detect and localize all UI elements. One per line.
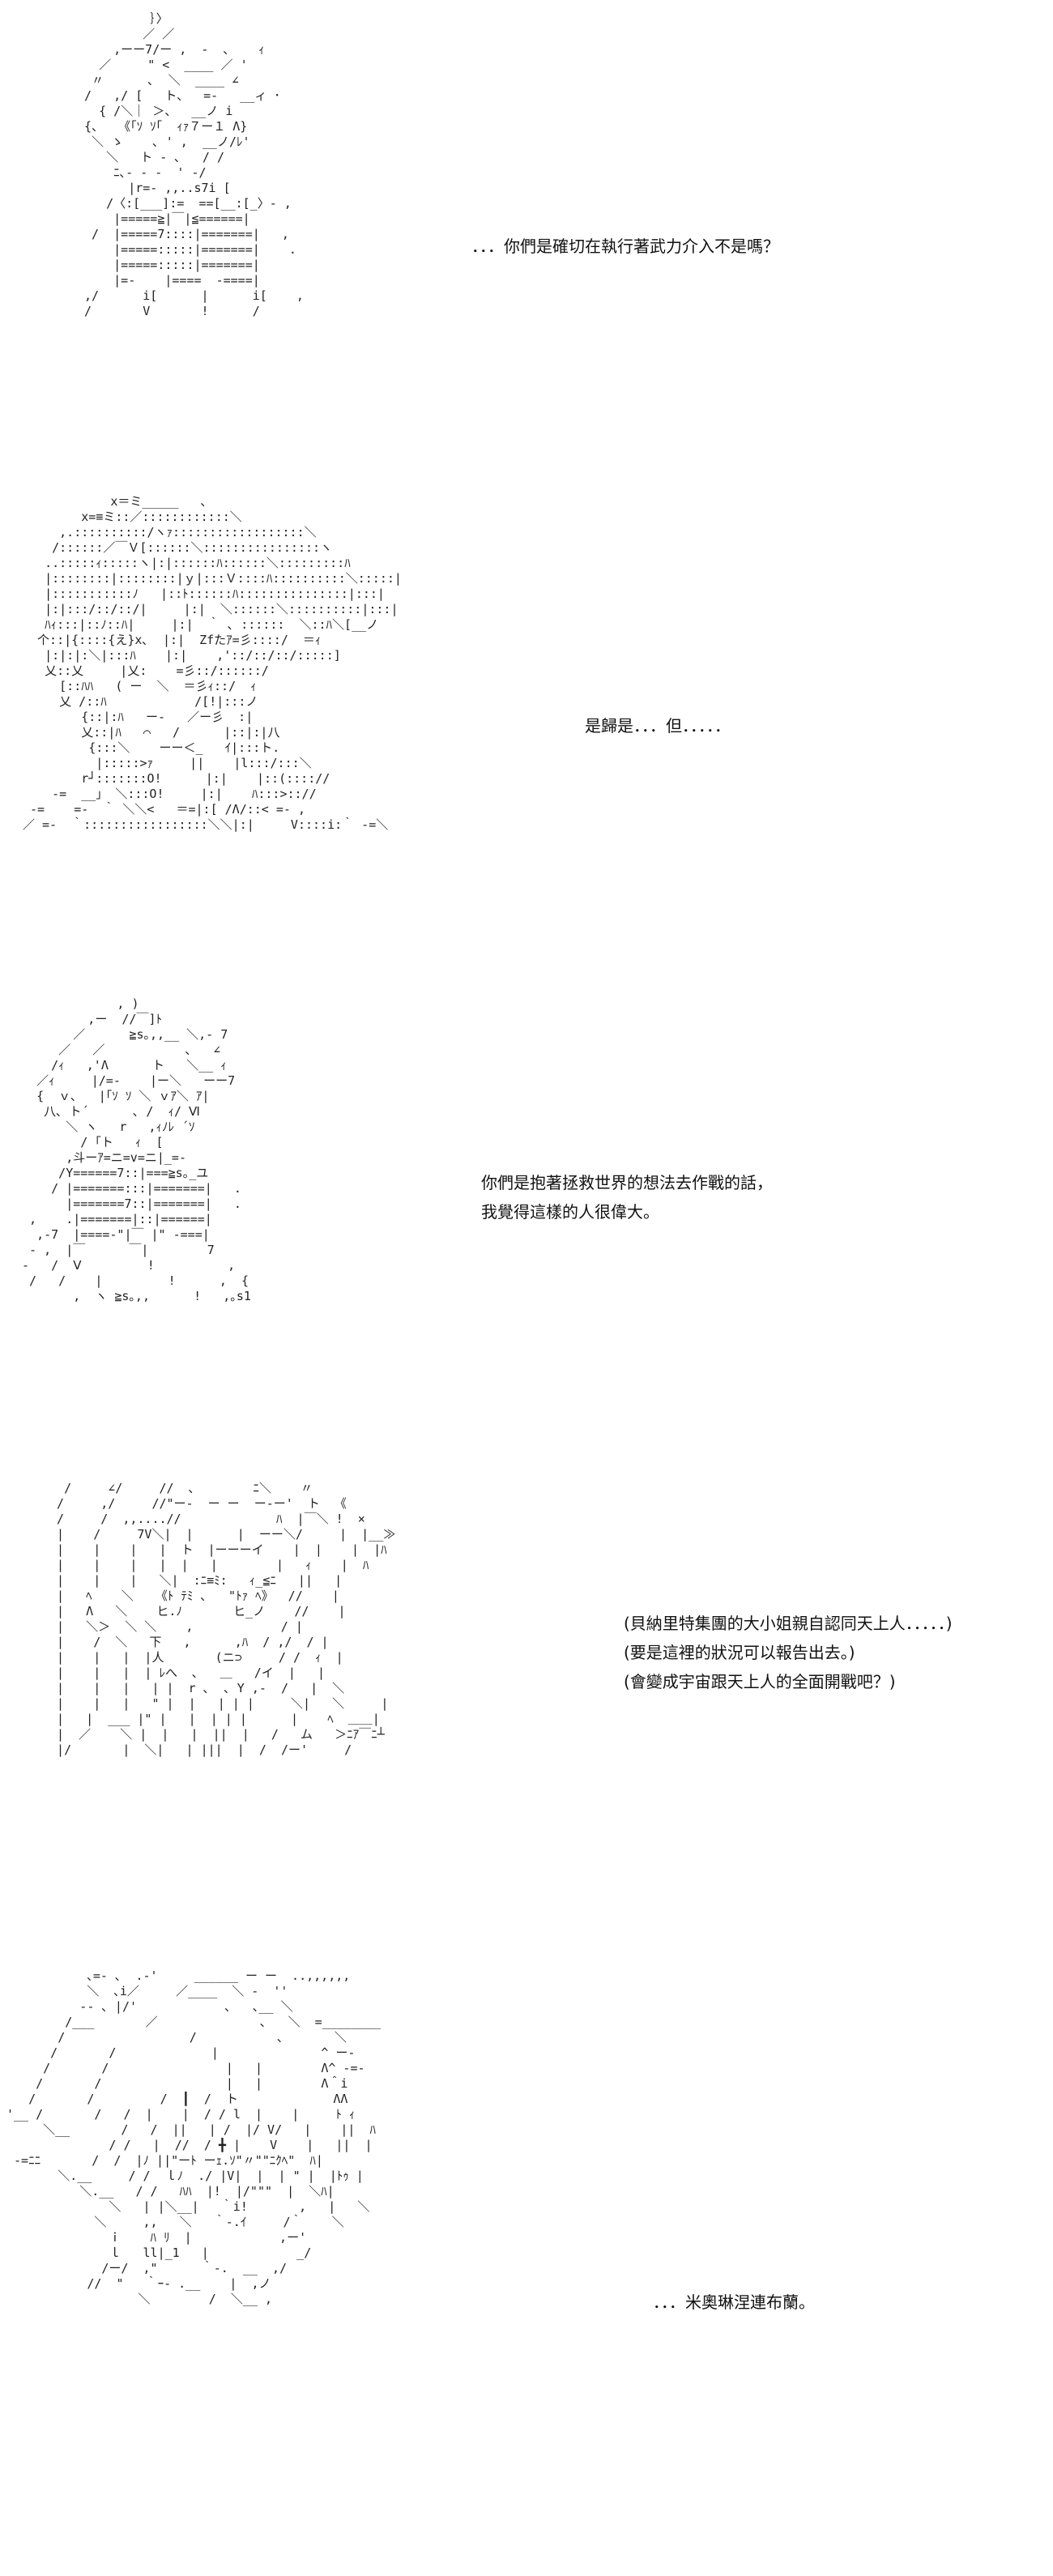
dialogue-text: ．．．米奧琳涅連布蘭。 (653, 2288, 815, 2317)
dialogue-line: (貝納里特集團的大小姐親自認同天上人．．．．．) (624, 1614, 953, 1633)
dialogue-line: 我覺得這樣的人很偉大。 (481, 1202, 659, 1222)
dialogue-text: (貝納里特集團的大小姐親自認同天上人．．．．．) (要是這裡的狀況可以報告出去。… (624, 1609, 953, 1696)
ascii-art-figure: ､=- ､ .-' ______ ー ー ..,,,,,, ＼ ､i／ ／___… (6, 1968, 381, 2306)
ascii-art-figure: / ∠/ // ､ ﾆ＼ 〃 / ,/ //"ー- ー ー ー‐ー' ト 《 /… (57, 1481, 396, 1757)
dialogue-line: 你們是抱著拯救世界的想法去作戰的話， (481, 1173, 773, 1192)
dialogue-line: ．．．你們是確切在執行著武力介入不是嗎？ (471, 237, 779, 256)
dialogue-text: 你們是抱著拯救世界的想法去作戰的話， 我覺得這樣的人很偉大。 (481, 1168, 773, 1226)
panel-3: , ) ,ー //￣]ﾄ ／ ≧s｡,,__ ＼,- 7 ／ ／ ､ ∠ /ｨ … (0, 988, 1053, 1458)
ascii-art-figure: , ) ,ー //￣]ﾄ ／ ≧s｡,,__ ＼,- 7 ／ ／ ､ ∠ /ｨ … (22, 996, 251, 1303)
ascii-art-figure: ｝〉 ／ ／ ,ーー7/ー , - ､ ｨ ／ " < ____ ／ ' 〃 ､… (84, 11, 304, 318)
dialogue-line: ．．．米奧琳涅連布蘭。 (653, 2292, 815, 2312)
panel-2: x＝ミ_____ ､ x=≡ミ::／::::::::::::＼ ,.::::::… (0, 486, 1053, 988)
dialogue-text: ．．．你們是確切在執行著武力介入不是嗎？ (471, 232, 779, 261)
panel-5: ､=- ､ .-' ______ ー ー ..,,,,,, ＼ ､i／ ／___… (0, 1944, 1053, 2576)
panel-1: ｝〉 ／ ／ ,ーー7/ー , - ､ ｨ ／ " < ____ ／ ' 〃 ､… (0, 0, 1053, 486)
dialogue-line: 是歸是．．．但．．．．． (585, 716, 731, 736)
dialogue-text: 是歸是．．．但．．．．． (585, 711, 731, 740)
ascii-art-figure: x＝ミ_____ ､ x=≡ミ::／::::::::::::＼ ,.::::::… (23, 494, 402, 832)
dialogue-line: (要是這裡的狀況可以報告出去。) (624, 1643, 855, 1662)
dialogue-line: (會變成宇宙跟天上人的全面開戰吧？) (624, 1672, 896, 1691)
panel-4: / ∠/ // ､ ﾆ＼ 〃 / ,/ //"ー- ー ー ー‐ー' ト 《 /… (0, 1458, 1053, 1944)
